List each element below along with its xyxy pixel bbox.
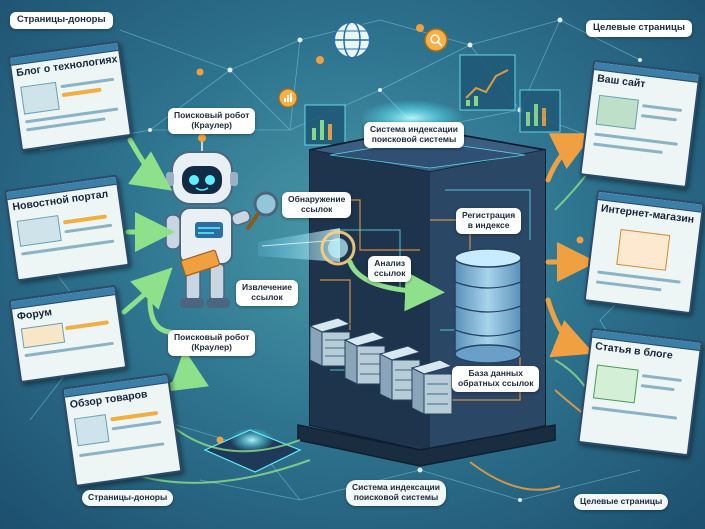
link-highlight	[62, 88, 102, 98]
image-placeholder	[596, 95, 639, 130]
extraction-beam	[258, 228, 354, 264]
text-line	[596, 280, 662, 291]
magnifier-icon	[425, 29, 447, 51]
text-line	[64, 224, 112, 234]
crawler-label-top: Поисковый робот (Краулер)	[168, 108, 255, 134]
target-pages-label-top: Целевые страницы	[586, 20, 692, 37]
floating-panel-right	[460, 55, 515, 110]
target-card-your-site: Ваш сайт	[579, 60, 700, 188]
floating-panel-far-right	[520, 90, 560, 132]
donor-card-tech-blog: Блог о технологиях	[8, 41, 132, 152]
link-extraction-label: Извлечение ссылок	[236, 280, 298, 306]
target-card-blog-article: Статья в блоге	[577, 328, 702, 457]
text-line	[641, 114, 677, 121]
text-line	[642, 374, 682, 382]
link-analysis-label: Анализ ссылок	[368, 256, 411, 282]
text-line	[79, 442, 165, 457]
text-line	[642, 104, 682, 112]
text-line	[60, 78, 114, 88]
backlink-db-label: База данных обратных ссылок	[452, 366, 539, 392]
donor-pages-label-bottom: Страницы-доноры	[82, 490, 173, 506]
floating-panel-left	[305, 105, 345, 145]
donor-card-news-portal: Новостной портал	[4, 175, 130, 282]
target-pages-label-bottom: Целевые страницы	[574, 494, 668, 510]
donor-card-forum: Форум	[9, 285, 128, 383]
text-line	[641, 384, 675, 391]
donor-pages-label-top: Страницы-доноры	[10, 12, 113, 29]
robot-magnifier-icon	[248, 193, 277, 228]
chart-icon	[279, 89, 297, 107]
index-system-label-bottom: Система индексации поисковой системы	[346, 480, 446, 506]
text-line	[593, 142, 663, 154]
link-discovery-label: Обнаружение ссылок	[282, 192, 351, 218]
donor-card-product-review: Обзор товаров	[62, 373, 183, 487]
link-highlight	[110, 411, 158, 422]
text-line	[592, 406, 678, 419]
text-line	[112, 420, 162, 430]
comment-box	[21, 323, 65, 349]
image-placeholder	[17, 215, 62, 247]
globe-icon	[334, 22, 370, 58]
cart-icon	[616, 229, 670, 271]
link-highlight	[65, 320, 109, 330]
target-card-online-store: Интернет-магазин	[584, 190, 705, 314]
image-placeholder	[20, 82, 60, 115]
database-icon	[455, 249, 521, 363]
index-registration-label: Регистрация в индексе	[456, 208, 521, 234]
target-arrows	[548, 140, 582, 348]
crawler-label-bottom: Поисковый робот (Краулер)	[168, 330, 255, 356]
index-system-label-top: Система индексации поисковой системы	[364, 122, 464, 148]
image-placeholder	[74, 414, 110, 446]
checkmark-icon	[593, 365, 639, 404]
link-highlight	[63, 214, 107, 224]
